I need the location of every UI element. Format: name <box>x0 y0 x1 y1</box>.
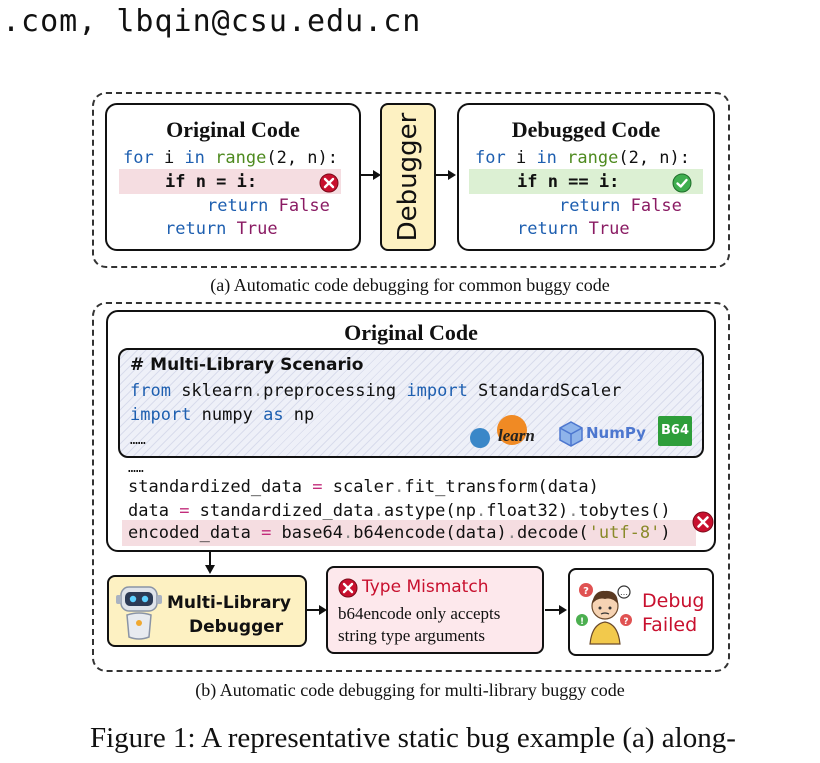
arrow-to-mismatch <box>307 605 327 615</box>
scenario-heading: # Multi-Library Scenario <box>130 355 364 375</box>
debug-failed-line2: Failed <box>642 614 698 636</box>
svg-text:!: ! <box>580 617 584 627</box>
figure-caption: Figure 1: A representative static bug ex… <box>90 722 736 754</box>
error-x-icon-mismatch <box>338 578 358 598</box>
b64-logo: B64 <box>658 416 692 446</box>
multi-lib-original-title: Original Code <box>344 320 478 345</box>
debugger-label: Debugger <box>393 112 423 242</box>
scenario-panel: # Multi-Library Scenario from sklearn.pr… <box>118 348 704 458</box>
original-code-box: Original Code for i in range(2, n): if n… <box>105 103 361 251</box>
error-highlight-row <box>119 169 341 194</box>
numpy-cube-icon <box>559 421 583 447</box>
code-line-return-true-fixed: return True <box>517 219 630 239</box>
scenario-import-numpy: import numpy as np <box>130 405 315 425</box>
code-line-astype: data = standardized_data.astype(np.float… <box>128 501 671 521</box>
panel-b-frame <box>92 302 730 672</box>
code-line-for: for i in range(2, n): <box>123 148 339 168</box>
caption-b: (b) Automatic code debugging for multi-l… <box>195 680 625 700</box>
code-line-if-buggy: if n = i: <box>165 172 258 192</box>
multi-lib-original-box: Original Code # Multi-Library Scenario f… <box>106 310 716 552</box>
arrow-to-debugged <box>436 170 456 180</box>
original-code-title: Original Code <box>166 117 300 142</box>
ml-debugger-label-1: Multi-Library <box>167 593 292 613</box>
code-line-return-false: return False <box>207 196 330 216</box>
code-line-for-fixed: for i in range(2, n): <box>475 148 691 168</box>
debugged-code-box: Debugged Code for i in range(2, n): if n… <box>457 103 715 251</box>
type-mismatch-line1: b64encode only accepts <box>338 604 501 623</box>
debugged-code-title: Debugged Code <box>511 117 661 142</box>
code-ellipsis: …… <box>128 461 144 476</box>
type-mismatch-line2: string type arguments <box>338 626 485 645</box>
debug-failed-box: ? … ! ? Debug Failed <box>568 568 714 656</box>
sklearn-logo: learn <box>466 414 542 450</box>
error-code-row <box>122 520 696 546</box>
multi-lib-debugger-box: Multi-Library Debugger <box>107 575 307 647</box>
numpy-logo-text: NumPy <box>586 424 646 442</box>
type-mismatch-box: Type Mismatch b64encode only accepts str… <box>326 566 544 654</box>
panel-a-frame <box>92 92 730 268</box>
check-icon <box>672 173 692 193</box>
arrow-down-to-ml-debugger <box>205 551 215 574</box>
robot-icon <box>116 586 162 640</box>
error-x-icon <box>319 173 339 193</box>
type-mismatch-title: Type Mismatch <box>362 577 489 597</box>
code-line-encode: encoded_data = base64.b64encode(data).de… <box>128 523 671 543</box>
ml-debugger-label-2: Debugger <box>189 617 284 637</box>
arrow-to-failed <box>545 605 567 615</box>
numpy-logo: NumPy <box>558 420 646 448</box>
code-line-return-false-fixed: return False <box>559 196 682 216</box>
fixed-highlight-row <box>469 169 703 194</box>
svg-text:?: ? <box>623 617 628 627</box>
sklearn-logo-icon <box>470 415 527 448</box>
scenario-import-sklearn: from sklearn.preprocessing import Standa… <box>130 381 622 401</box>
debug-failed-line1: Debug <box>642 590 705 612</box>
code-line-if-fixed: if n == i: <box>517 172 620 192</box>
sklearn-logo-text: learn <box>498 426 535 445</box>
svg-text:…: … <box>620 588 628 597</box>
svg-text:?: ? <box>583 586 589 597</box>
arrow-to-debugger <box>361 170 381 180</box>
code-line-standardize: standardized_data = scaler.fit_transform… <box>128 477 599 497</box>
caption-a: (a) Automatic code debugging for common … <box>210 275 610 295</box>
error-x-icon-encode <box>692 511 714 533</box>
debugger-box: Debugger <box>380 103 436 251</box>
code-line-return-true: return True <box>165 219 278 239</box>
scenario-ellipsis: …… <box>130 433 146 448</box>
confused-person-icon: ? … ! ? <box>576 583 632 645</box>
email-line: .com, lbqin@csu.edu.cn <box>2 4 422 39</box>
